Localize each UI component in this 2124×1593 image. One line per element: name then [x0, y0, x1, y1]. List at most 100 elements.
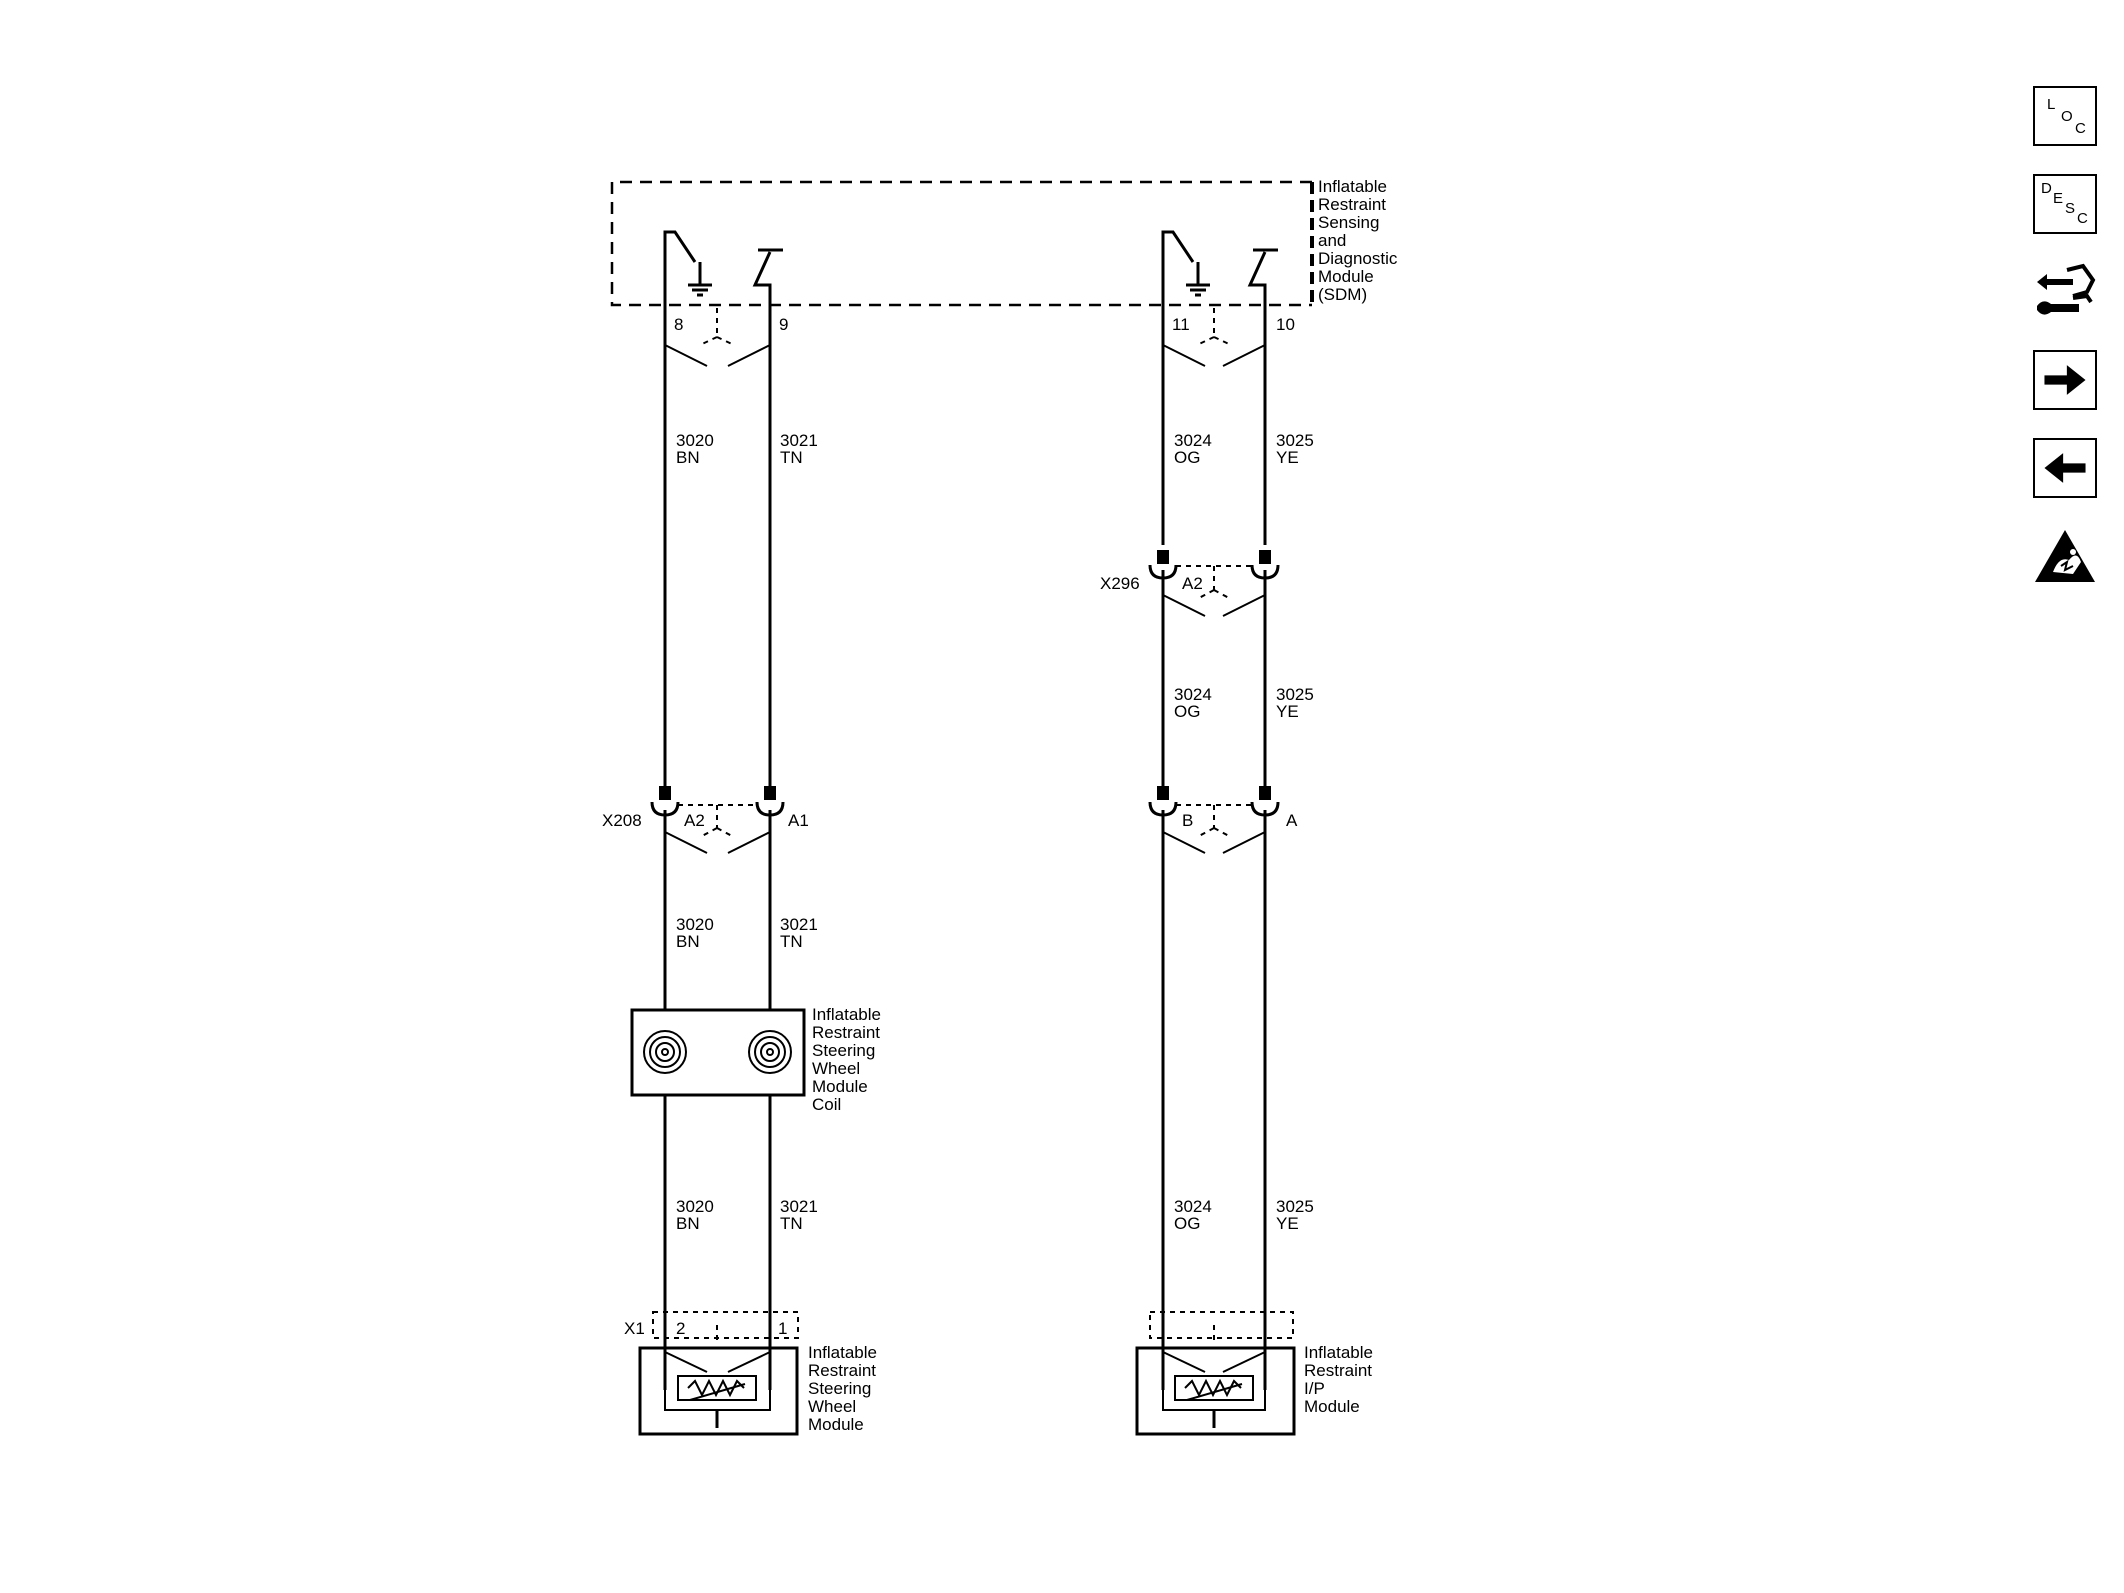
- svg-text:A2: A2: [1182, 574, 1203, 593]
- svg-text:3020: 3020: [676, 431, 714, 450]
- svg-text:Sensing: Sensing: [1318, 213, 1379, 232]
- sdm-label: Inflatable Restraint Sensing and Diagnos…: [1318, 177, 1398, 304]
- desc-letter-e: E: [2053, 190, 2064, 207]
- svg-text:3024: 3024: [1174, 1197, 1212, 1216]
- desc-letter-c: C: [2077, 210, 2088, 227]
- svg-text:B: B: [1182, 811, 1193, 830]
- svg-text:2: 2: [676, 1319, 685, 1338]
- svg-text:Restraint: Restraint: [812, 1023, 880, 1042]
- svg-text:X1: X1: [624, 1319, 645, 1338]
- sdm-pin-9: 9: [779, 315, 788, 334]
- connector-wrench-icon: [2037, 263, 2096, 315]
- svg-text:X208: X208: [602, 811, 642, 830]
- svg-text:TN: TN: [780, 932, 803, 951]
- svg-text:Wheel: Wheel: [812, 1059, 860, 1078]
- ip-module-label: Inflatable Restraint I/P Module: [1304, 1343, 1373, 1416]
- svg-text:I/P: I/P: [1304, 1379, 1325, 1398]
- svg-text:3021: 3021: [780, 431, 818, 450]
- label-3020-lower: 3020 BN: [676, 1197, 714, 1233]
- svg-text:Module: Module: [1304, 1397, 1360, 1416]
- svg-text:YE: YE: [1276, 702, 1299, 721]
- svg-text:A1: A1: [788, 811, 809, 830]
- svg-text:X296: X296: [1100, 574, 1140, 593]
- svg-text:Module: Module: [812, 1077, 868, 1096]
- svg-text:Steering: Steering: [812, 1041, 875, 1060]
- svg-text:Restraint: Restraint: [1318, 195, 1386, 214]
- label-3024-upper: 3024 OG: [1174, 431, 1212, 467]
- label-3024-middle: 3024 OG: [1174, 685, 1212, 721]
- svg-text:3020: 3020: [676, 915, 714, 934]
- svg-text:YE: YE: [1276, 1214, 1299, 1233]
- label-3025-lower: 3025 YE: [1276, 1197, 1314, 1233]
- connector-x208: X208 A2 A1: [602, 786, 809, 854]
- ip-module-connector: [1149, 1311, 1294, 1345]
- desc-letter-s: S: [2065, 200, 2076, 217]
- svg-text:A: A: [1286, 811, 1298, 830]
- next-button[interactable]: [2033, 350, 2097, 410]
- label-3024-lower: 3024 OG: [1174, 1197, 1212, 1233]
- esd-warning-icon: [2035, 530, 2095, 582]
- shorting-bar-sdm-right: [1162, 308, 1266, 367]
- svg-text:Restraint: Restraint: [808, 1361, 876, 1380]
- sdm-module: Inflatable Restraint Sensing and Diagnos…: [610, 177, 1398, 334]
- svg-text:Module: Module: [808, 1415, 864, 1434]
- svg-text:BN: BN: [676, 932, 700, 951]
- previous-button[interactable]: [2033, 438, 2097, 498]
- svg-text:Inflatable: Inflatable: [808, 1343, 877, 1362]
- ip-module: Inflatable Restraint I/P Module: [1135, 1338, 1373, 1436]
- desc-button[interactable]: D E S C: [2033, 174, 2097, 234]
- connector-info-button[interactable]: [2033, 262, 2097, 322]
- sdm-squib-switch-right: [1161, 230, 1278, 330]
- svg-text:Inflatable: Inflatable: [1304, 1343, 1373, 1362]
- label-3025-upper: 3025 YE: [1276, 431, 1314, 467]
- arrow-left-icon: [2044, 453, 2086, 483]
- squib-resistor-left: [664, 1375, 771, 1428]
- loc-letter-l: L: [2047, 96, 2056, 113]
- svg-text:Steering: Steering: [808, 1379, 871, 1398]
- sdm-squib-switch-left: [663, 230, 783, 330]
- connector-x1: X1 2 1: [624, 1311, 799, 1345]
- svg-text:3021: 3021: [780, 1197, 818, 1216]
- arrow-right-icon: [2044, 365, 2086, 395]
- svg-text:3025: 3025: [1276, 431, 1314, 450]
- label-3020-upper: 3020 BN: [676, 431, 714, 467]
- svg-text:Inflatable: Inflatable: [1318, 177, 1387, 196]
- label-3025-middle: 3025 YE: [1276, 685, 1314, 721]
- shorting-bar-sdm-left: [664, 308, 771, 367]
- svg-text:Restraint: Restraint: [1304, 1361, 1372, 1380]
- nav-toolbar: L O C D E S C: [2030, 86, 2114, 614]
- sdm-pin-11: 11: [1172, 315, 1190, 334]
- svg-text:YE: YE: [1276, 448, 1299, 467]
- label-3021-lower: 3021 TN: [780, 1197, 818, 1233]
- svg-text:TN: TN: [780, 1214, 803, 1233]
- svg-text:1: 1: [778, 1319, 787, 1338]
- svg-text:BN: BN: [676, 448, 700, 467]
- svg-text:3025: 3025: [1276, 1197, 1314, 1216]
- svg-text:BN: BN: [676, 1214, 700, 1233]
- svg-text:3020: 3020: [676, 1197, 714, 1216]
- svg-text:Coil: Coil: [812, 1095, 841, 1114]
- sdm-pin-10: 10: [1276, 315, 1295, 334]
- coil-label: Inflatable Restraint Steering Wheel Modu…: [812, 1005, 881, 1114]
- esd-warning-button[interactable]: [2033, 526, 2097, 586]
- loc-letter-o: O: [2061, 108, 2073, 125]
- desc-letter-d: D: [2041, 180, 2052, 197]
- loc-button[interactable]: L O C: [2033, 86, 2097, 146]
- steering-module-label: Inflatable Restraint Steering Wheel Modu…: [808, 1343, 877, 1434]
- steering-wheel-module: Inflatable Restraint Steering Wheel Modu…: [638, 1338, 877, 1436]
- label-3020-middle: 3020 BN: [676, 915, 714, 951]
- coil-spiral-right: [748, 1030, 792, 1074]
- loc-letter-c: C: [2075, 120, 2086, 137]
- connector-right-lower: B A: [1148, 786, 1298, 854]
- svg-text:OG: OG: [1174, 702, 1200, 721]
- svg-text:Inflatable: Inflatable: [812, 1005, 881, 1024]
- svg-text:OG: OG: [1174, 1214, 1200, 1233]
- svg-text:A2: A2: [684, 811, 705, 830]
- svg-text:and: and: [1318, 231, 1346, 250]
- svg-text:3024: 3024: [1174, 685, 1212, 704]
- svg-text:TN: TN: [780, 448, 803, 467]
- label-3021-middle: 3021 TN: [780, 915, 818, 951]
- steering-wheel-coil: Inflatable Restraint Steering Wheel Modu…: [630, 1005, 881, 1114]
- connector-x296: X296 A2: [1100, 550, 1280, 617]
